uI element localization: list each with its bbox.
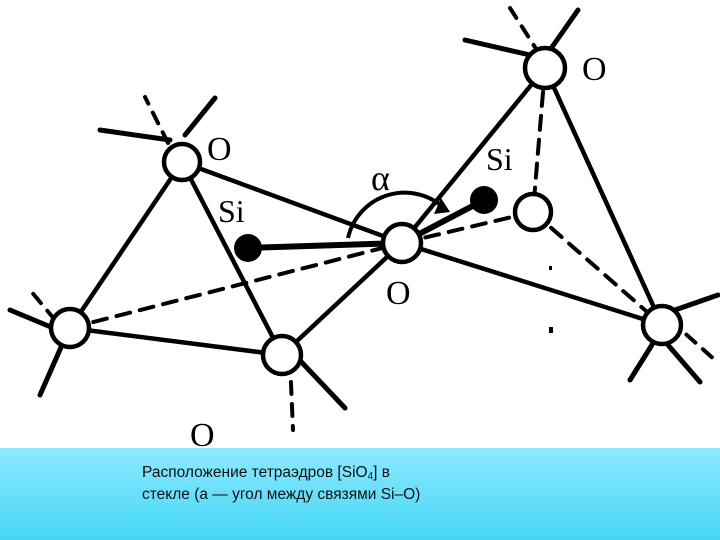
bond-stub-dashed [143,95,170,145]
label-alpha: α [371,158,390,198]
bond-stub-dashed [28,288,57,322]
oxygen-atom [522,45,568,91]
caption-line-2: стекле (a — угол между связями Si–O) [142,486,421,503]
tetrahedron-edge [542,65,665,328]
bond-stub [627,337,658,383]
oxygen-atom-bridging [380,221,424,265]
tetrahedron-edge-hidden [531,66,547,214]
si-o-bond [245,240,405,251]
label-si-right: Si [486,141,513,177]
bond-stub [672,292,720,313]
caption-line-1-end: ] в [373,464,390,481]
bond-stub [97,127,173,143]
caption-line-1: Расположение тетраэдров [SiO4] в [142,462,622,484]
tetrahedra-diagram: O O Si α Si O O [7,6,720,448]
label-o-top-right: O [582,51,607,88]
tetrahedron-edge [179,159,405,246]
label-o-upper-left: O [207,131,232,168]
angle-arc [346,190,448,239]
speck [549,327,553,333]
tetrahedron-edge [67,159,185,331]
oxygen-atom [48,306,92,350]
oxygen-atom [161,141,203,183]
caption-subscript: 4 [367,471,374,482]
caption-line-1-start: Расположение тетраэдров [SiO [142,464,368,481]
label-o-center: O [386,275,411,312]
tetrahedron-edge-hidden [68,241,404,330]
label-si-left: Si [218,193,245,229]
angle-arrow [434,198,450,214]
tetrahedron-edge [399,240,665,328]
oxygen-atom [512,191,554,233]
caption: Расположение тетраэдров [SiO4] в стекле … [142,462,622,506]
silicon-atom [470,186,498,214]
oxygen-atom [640,303,684,347]
caption-band [0,448,720,540]
bond-stub [547,7,581,53]
tetrahedron-edge [399,65,548,246]
tetrahedron-edge [67,325,285,358]
speck [549,266,552,270]
bond-stub [37,342,65,398]
tetrahedron-edge [279,240,405,358]
oxygen-atom [260,333,304,377]
tetrahedron-edge-hidden [531,210,664,327]
bond-stub-dashed [508,6,542,57]
bond-stub [462,37,533,58]
silicon-atom [234,234,262,262]
bond-stub [182,95,218,138]
tetrahedron-edge [179,159,285,358]
label-o-bottom-left: O [190,417,215,448]
tetrahedron-edge-hidden [400,210,535,245]
bond-stub [665,342,703,385]
